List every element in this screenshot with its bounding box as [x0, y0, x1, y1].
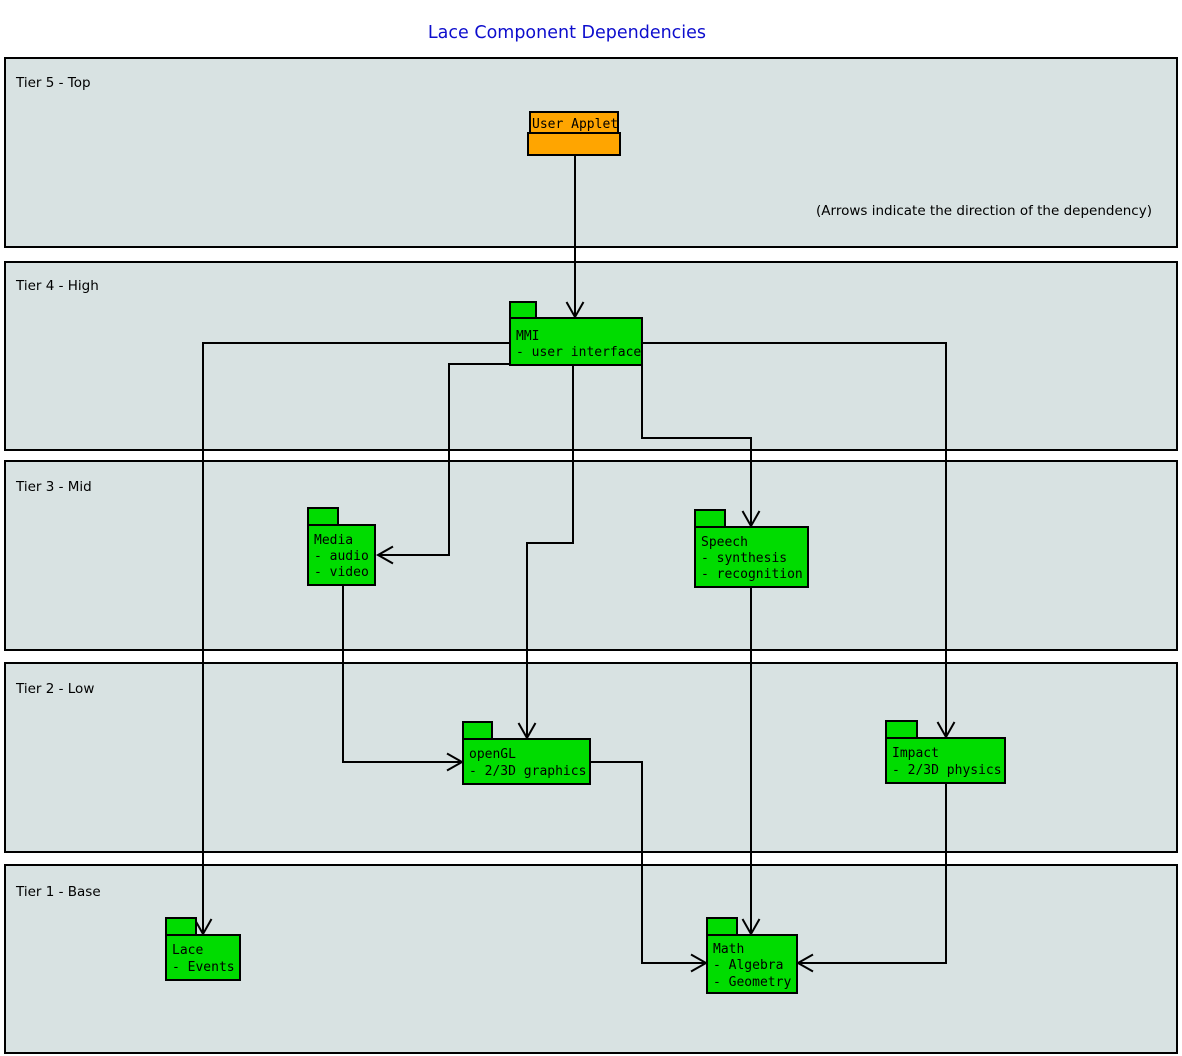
edge-mmi-to-media	[375, 363, 510, 565]
lace-title: Lace	[172, 943, 203, 958]
arrow-direction-note: (Arrows indicate the direction of the de…	[816, 203, 1152, 219]
math-detail-1: - Algebra	[713, 958, 783, 973]
component-media: Media - audio - video	[307, 507, 376, 586]
mmi-tab	[509, 301, 537, 319]
math-tab	[706, 917, 738, 936]
math-title: Math	[713, 942, 744, 957]
impact-body	[885, 737, 1006, 784]
component-user-applet: User Applet	[527, 111, 621, 156]
tier-2-label: Tier 2 - Low	[15, 681, 94, 697]
lace-detail: - Events	[172, 960, 235, 975]
edge-mmi-to-impact	[642, 342, 956, 740]
tier-5-label: Tier 5 - Top	[15, 75, 91, 91]
opengl-body	[462, 738, 591, 785]
page-title: Lace Component Dependencies	[428, 23, 706, 43]
edge-impact-to-math	[795, 783, 947, 973]
speech-body	[694, 526, 809, 588]
speech-detail-2: - recognition	[701, 567, 803, 582]
tier-bands: Tier 5 - Top Tier 4 - High Tier 3 - Mid …	[4, 57, 1178, 1054]
math-body	[706, 934, 798, 994]
dependency-edges	[193, 155, 956, 973]
mmi-body	[509, 317, 643, 366]
component-mmi: MMI - user interface	[509, 301, 643, 366]
lace-body	[165, 934, 241, 981]
edge-mmi-to-speech	[641, 365, 761, 529]
tier-4-label: Tier 4 - High	[15, 278, 99, 294]
tier-3-band	[4, 460, 1178, 651]
lace-tab	[165, 917, 197, 936]
math-detail-2: - Geometry	[713, 975, 791, 990]
impact-title: Impact	[892, 746, 939, 761]
media-tab	[307, 507, 339, 526]
media-body	[307, 524, 376, 586]
user-applet-label: User Applet	[532, 117, 618, 132]
component-opengl: openGL - 2/3D graphics	[462, 721, 591, 785]
user-applet-body	[527, 132, 621, 156]
opengl-title: openGL	[469, 747, 516, 762]
edge-media-to-opengl	[342, 585, 465, 772]
media-detail-2: - video	[314, 565, 369, 580]
edge-mmi-to-lace	[193, 342, 510, 937]
speech-detail-1: - synthesis	[701, 551, 787, 566]
opengl-detail: - 2/3D graphics	[469, 764, 586, 779]
impact-detail: - 2/3D physics	[892, 763, 1002, 778]
tier-1-label: Tier 1 - Base	[15, 884, 101, 900]
impact-tab	[885, 720, 918, 739]
mmi-title: MMI	[516, 329, 539, 344]
speech-tab	[694, 509, 726, 528]
component-lace: Lace - Events	[165, 917, 241, 981]
component-speech: Speech - synthesis - recognition	[694, 509, 809, 588]
tier-3-label: Tier 3 - Mid	[15, 479, 92, 495]
component-impact: Impact - 2/3D physics	[885, 720, 1006, 784]
component-math: Math - Algebra - Geometry	[706, 917, 798, 994]
edge-mmi-to-opengl	[517, 365, 574, 741]
media-title: Media	[314, 533, 353, 548]
opengl-tab	[462, 721, 493, 740]
speech-title: Speech	[701, 535, 748, 550]
edge-opengl-to-math	[590, 761, 709, 973]
mmi-detail: - user interface	[516, 345, 641, 360]
media-detail-1: - audio	[314, 549, 369, 564]
